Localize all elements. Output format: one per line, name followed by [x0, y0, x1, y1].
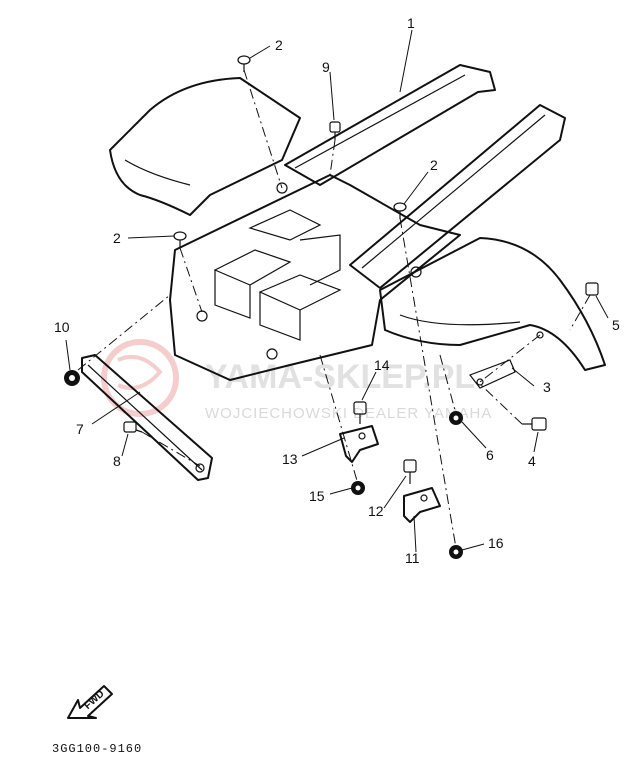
part-number-14: 14: [374, 357, 390, 373]
part-number-2: 2: [275, 37, 283, 53]
bracket-icon: [339, 425, 379, 463]
bolt-icon: [403, 459, 417, 484]
part-number-5: 5: [612, 317, 620, 333]
part-number-2: 2: [113, 230, 121, 246]
screw-icon: [585, 282, 599, 296]
part-number-11: 11: [405, 550, 420, 566]
nut-icon: [64, 370, 80, 386]
bracket-icon: [469, 359, 516, 389]
nut-icon: [449, 411, 463, 425]
nut-icon: [449, 545, 463, 559]
watermark: YAMA-SKLEP.PL WOJCIECHOWSKI DEALER YAMAH…: [101, 339, 492, 422]
bolt-icon: [522, 417, 547, 431]
part-number-6: 6: [486, 447, 494, 463]
part-labels: 1 2 2 2 3 4 5 6 7 8 9 10 11 12 13 14 15 …: [54, 15, 620, 566]
part-number-4: 4: [528, 453, 536, 469]
part-number-15: 15: [309, 488, 325, 504]
fwd-label: FWD: [82, 688, 106, 711]
part-number-9: 9: [322, 59, 330, 75]
fwd-arrow-icon: FWD: [67, 685, 113, 719]
part-number-2: 2: [430, 157, 438, 173]
part-number-10: 10: [54, 319, 70, 335]
watermark-subtext: WOJCIECHOWSKI DEALER YAMAHA: [205, 405, 492, 422]
leader-lines: [65, 29, 609, 553]
watermark-text: YAMA-SKLEP.PL: [205, 358, 475, 396]
part-number-8: 8: [113, 453, 121, 469]
part-number-13: 13: [282, 451, 298, 467]
mud-flap-stay: [81, 354, 213, 481]
diagram-code: 3GG100-9160: [52, 742, 142, 756]
part-number-3: 3: [543, 379, 551, 395]
part-number-12: 12: [368, 503, 384, 519]
hardware: [64, 55, 599, 559]
screw-icon: [329, 121, 341, 140]
part-number-16: 16: [488, 535, 504, 551]
watermark-logo: [101, 339, 179, 417]
bolt-icon: [353, 401, 367, 424]
nut-icon: [351, 481, 365, 495]
bolt-icon: [123, 421, 143, 433]
bracket-icon: [403, 487, 441, 523]
part-number-7: 7: [76, 421, 84, 437]
part-number-1: 1: [407, 15, 415, 31]
rear-fender: [109, 64, 606, 381]
bolt-icon: [393, 202, 407, 219]
bolt-icon: [237, 55, 251, 72]
assembly-lines: [77, 69, 591, 549]
